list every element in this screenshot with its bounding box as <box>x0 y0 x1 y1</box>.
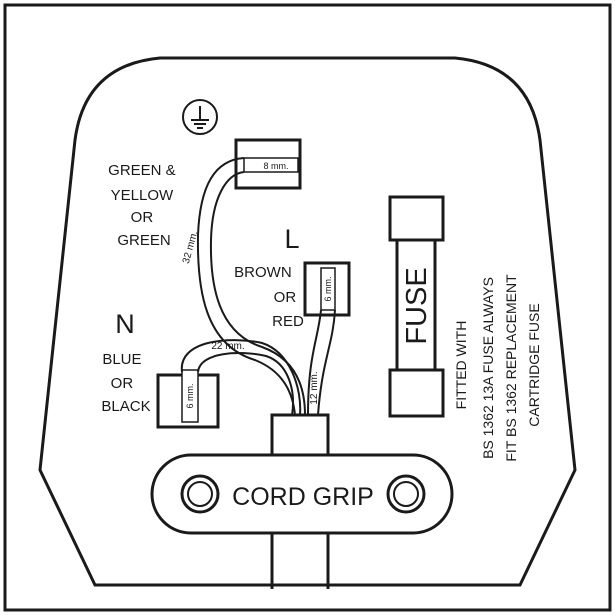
cord-grip-bar <box>150 453 454 535</box>
fuse-note-line-2: BS 1362 13A FUSE ALWAYS <box>480 277 496 459</box>
fuse-label: FUSE <box>401 267 433 344</box>
live-strip-length: 6 mm. <box>323 276 333 301</box>
live-label-line: OR <box>274 289 297 306</box>
earth-terminal: 8 mm. <box>234 138 302 190</box>
cord-grip: CORD GRIP <box>150 453 454 535</box>
earth-label-line: GREEN & <box>108 162 176 179</box>
live-wire-length: 12 mm. <box>309 371 320 404</box>
neutral-terminal: 6 mm. <box>156 369 220 429</box>
earth-label-line: GREEN <box>117 232 170 249</box>
live-terminal: 6 mm. <box>303 261 351 317</box>
neutral-label-line: OR <box>111 375 134 392</box>
earth-label-line: OR <box>131 209 154 226</box>
earth-wire <box>196 157 306 416</box>
earth-strip-length: 8 mm. <box>263 161 288 171</box>
live-wire-label: BROWN OR RED <box>234 264 304 330</box>
neutral-wire-length: 22 mm. <box>211 341 244 352</box>
live-wire <box>307 309 336 416</box>
fuse-note-line-3: FIT BS 1362 REPLACEMENT <box>503 274 519 462</box>
earth-wire-label: GREEN & YELLOW OR GREEN <box>108 162 180 249</box>
earth-symbol-icon <box>182 99 218 135</box>
neutral-letter: N <box>115 309 135 339</box>
fuse-bottom-cap <box>388 368 445 418</box>
fuse-note-line-4: CARTRIDGE FUSE <box>526 303 542 426</box>
plug-body <box>38 56 577 587</box>
fuse: FUSE <box>388 195 445 418</box>
cord-grip-screw-right <box>386 474 426 514</box>
live-label-line: BROWN <box>234 264 292 281</box>
fuse-top-cap <box>388 195 445 242</box>
live-label-line: RED <box>272 313 304 330</box>
cord-grip-label: CORD GRIP <box>232 483 374 511</box>
live-letter: L <box>284 224 299 254</box>
neutral-label-line: BLACK <box>101 398 150 415</box>
neutral-wire <box>180 339 302 416</box>
neutral-label-line: BLUE <box>102 351 141 368</box>
neutral-wire-label: BLUE OR BLACK <box>101 351 150 415</box>
fuse-note-line-1: FITTED WITH <box>453 321 469 410</box>
neutral-strip-length: 6 mm. <box>185 383 195 408</box>
cord-grip-screw-left <box>180 474 220 514</box>
earth-label-line: YELLOW <box>111 187 174 204</box>
